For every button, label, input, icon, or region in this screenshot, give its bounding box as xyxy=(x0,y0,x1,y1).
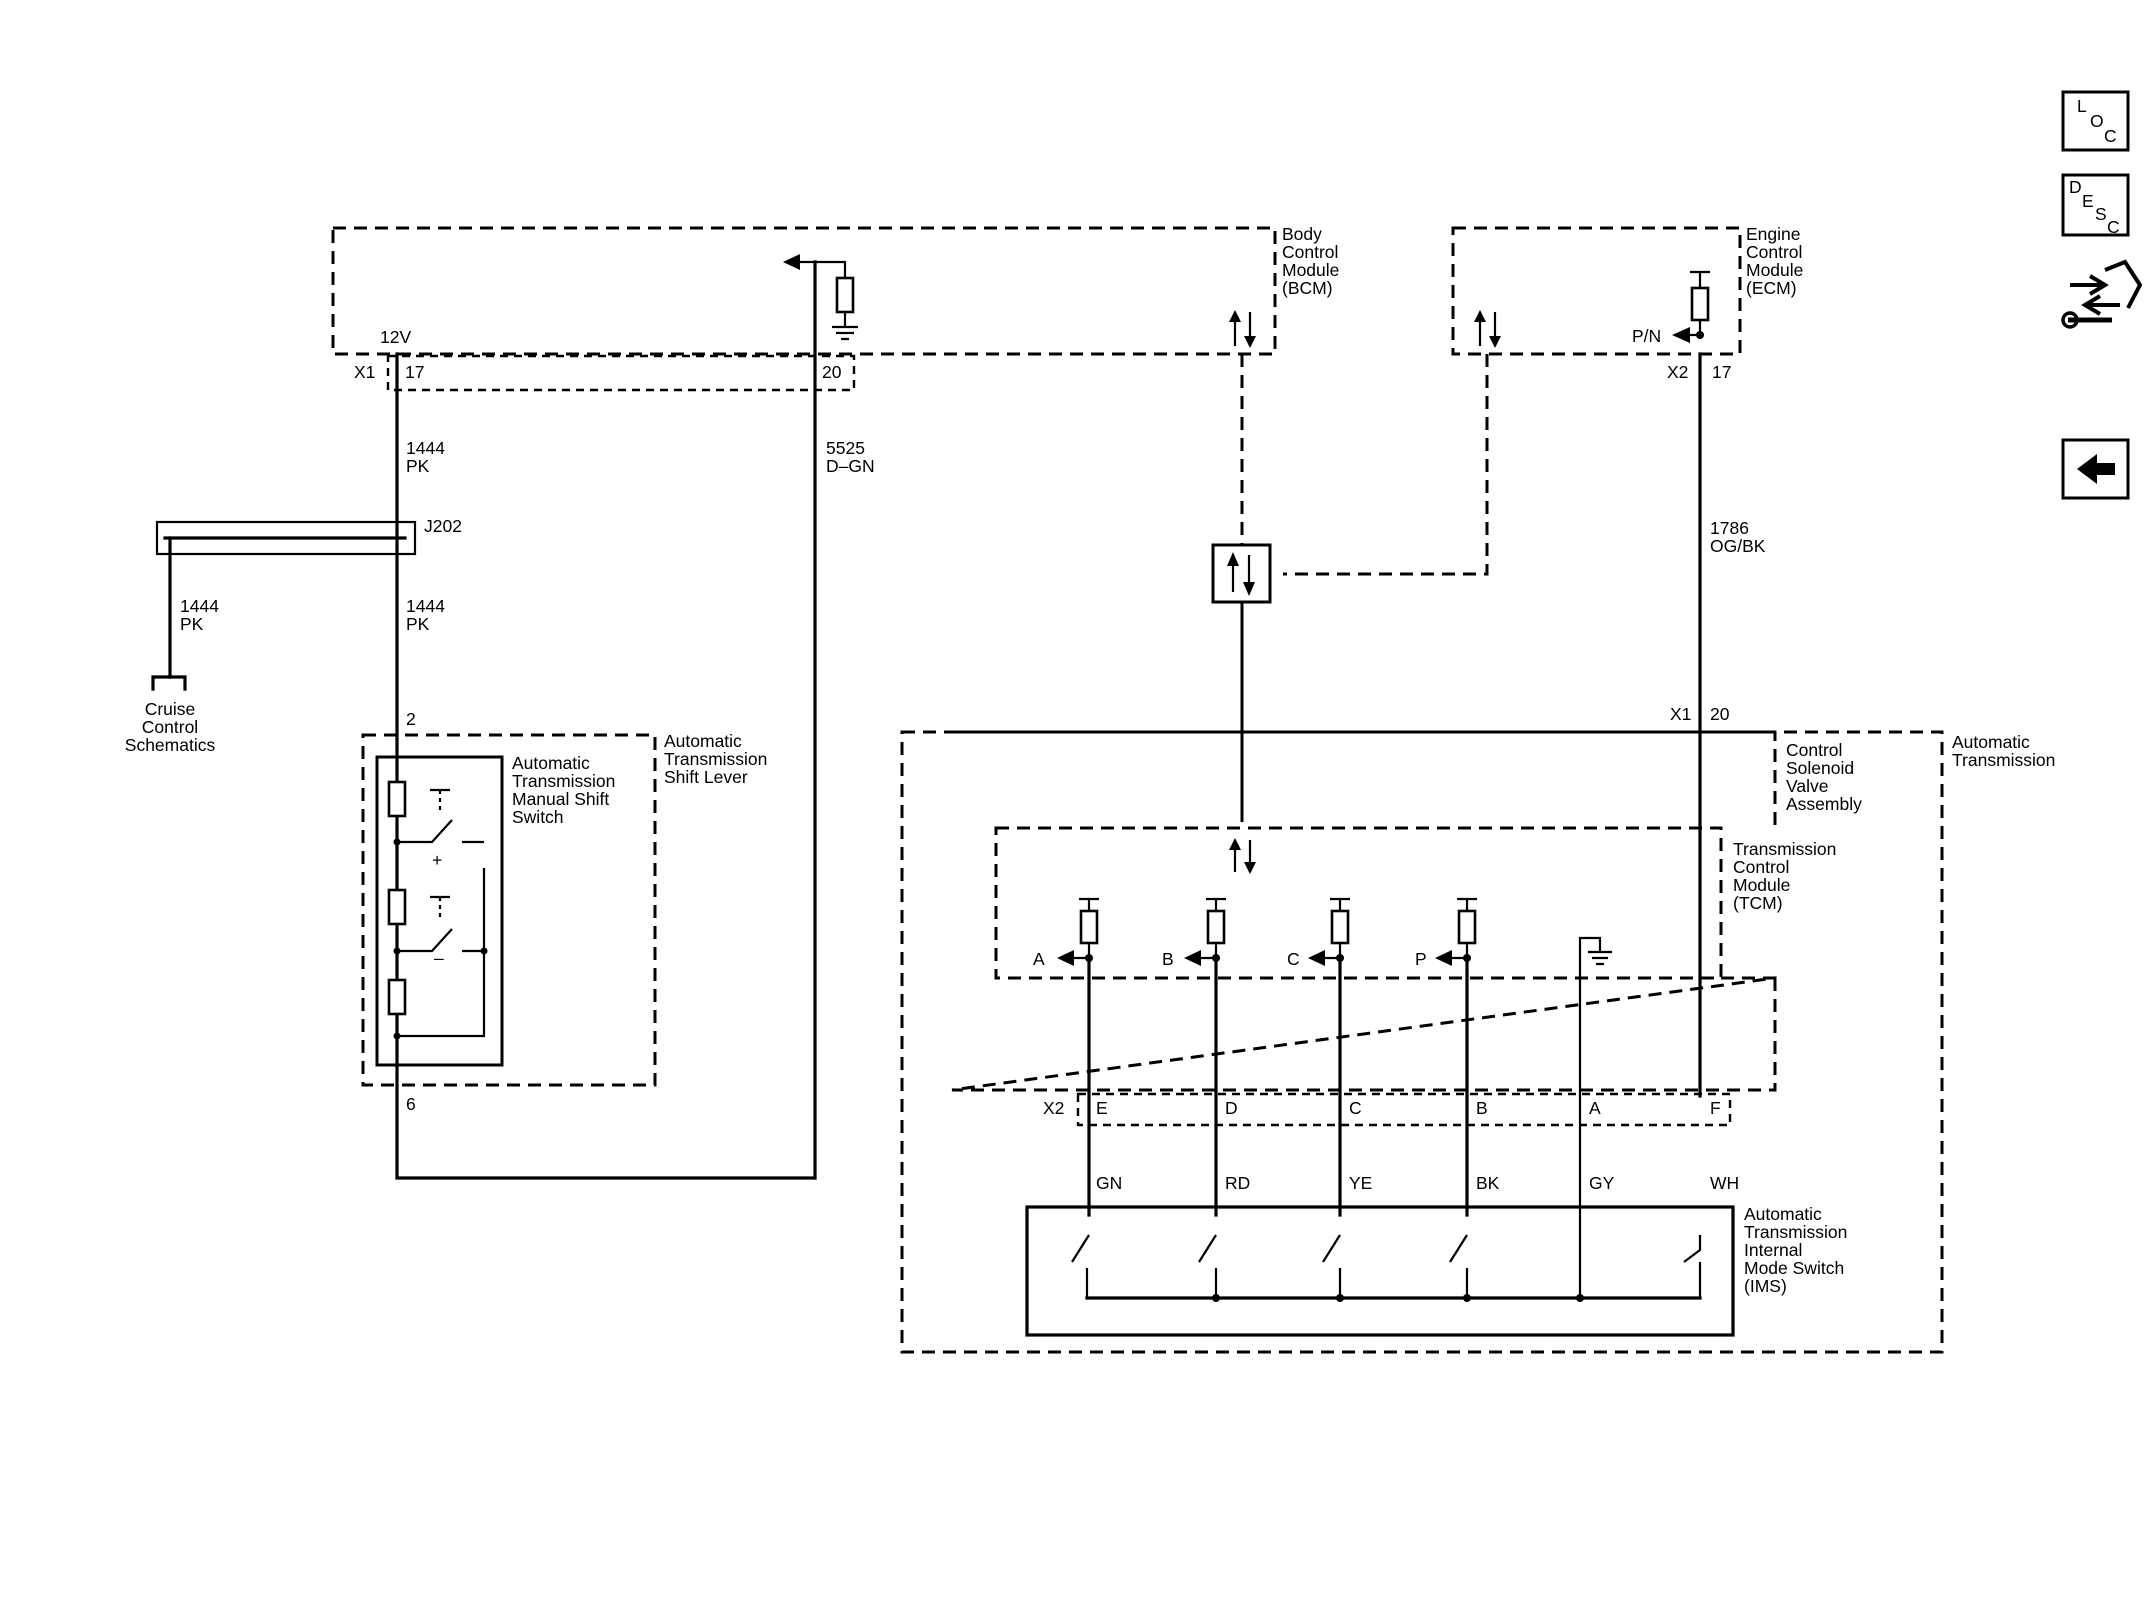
internal-mode-switch: Automatic Transmission Internal Mode Swi… xyxy=(1025,1204,1847,1337)
svg-text:S: S xyxy=(2095,204,2107,224)
svg-text:–: – xyxy=(434,948,444,968)
svg-text:Control: Control xyxy=(1746,242,1802,262)
svg-text:Automatic: Automatic xyxy=(664,731,742,751)
svg-text:20: 20 xyxy=(822,362,842,382)
svg-text:Module: Module xyxy=(1733,875,1790,895)
svg-text:Transmission: Transmission xyxy=(512,771,615,791)
svg-text:E: E xyxy=(1096,1098,1108,1118)
svg-text:Solenoid: Solenoid xyxy=(1786,758,1854,778)
svg-text:Module: Module xyxy=(1746,260,1803,280)
svg-text:P: P xyxy=(1415,949,1427,969)
svg-text:12V: 12V xyxy=(380,327,411,347)
svg-text:C: C xyxy=(1287,949,1300,969)
serial-data-gateway xyxy=(1211,354,1489,822)
svg-text:Mode Switch: Mode Switch xyxy=(1744,1258,1844,1278)
svg-text:D: D xyxy=(1225,1098,1238,1118)
svg-text:WH: WH xyxy=(1710,1173,1739,1193)
svg-text:E: E xyxy=(2082,191,2094,211)
splice-j202: J202 1444 PK Cruise Control Schematics xyxy=(125,516,462,755)
svg-text:1444: 1444 xyxy=(406,596,445,616)
svg-text:Schematics: Schematics xyxy=(125,735,216,755)
nav-loc-button[interactable]: L O C xyxy=(2061,90,2130,152)
svg-text:PK: PK xyxy=(406,614,430,634)
svg-text:C: C xyxy=(2107,217,2120,237)
connector-wrench-icon[interactable] xyxy=(2061,259,2143,329)
svg-text:Automatic: Automatic xyxy=(512,753,590,773)
svg-text:Control: Control xyxy=(1282,242,1338,262)
svg-text:Control: Control xyxy=(142,717,198,737)
svg-text:20: 20 xyxy=(1710,704,1730,724)
svg-text:Transmission: Transmission xyxy=(1744,1222,1847,1242)
shift-lever: Automatic Transmission Shift Lever 2 6 A… xyxy=(361,709,767,1114)
svg-text:Transmission: Transmission xyxy=(1733,839,1836,859)
svg-text:PK: PK xyxy=(180,614,204,634)
svg-text:A: A xyxy=(1033,949,1045,969)
svg-text:6: 6 xyxy=(406,1094,416,1114)
svg-text:Switch: Switch xyxy=(512,807,564,827)
svg-text:C: C xyxy=(1349,1098,1362,1118)
svg-text:X2: X2 xyxy=(1667,362,1688,382)
svg-text:O: O xyxy=(2090,111,2104,131)
svg-text:P/N: P/N xyxy=(1632,326,1661,346)
svg-text:Control: Control xyxy=(1733,857,1789,877)
svg-text:X1: X1 xyxy=(354,362,375,382)
svg-text:1786: 1786 xyxy=(1710,518,1749,538)
svg-text:Internal: Internal xyxy=(1744,1240,1802,1260)
svg-text:OG/BK: OG/BK xyxy=(1710,536,1766,556)
svg-text:Control: Control xyxy=(1786,740,1842,760)
svg-text:RD: RD xyxy=(1225,1173,1250,1193)
svg-text:B: B xyxy=(1162,949,1174,969)
svg-text:1444: 1444 xyxy=(406,438,445,458)
svg-text:PK: PK xyxy=(406,456,430,476)
svg-text:Valve: Valve xyxy=(1786,776,1828,796)
svg-text:X1: X1 xyxy=(1670,704,1691,724)
svg-text:X2: X2 xyxy=(1043,1098,1064,1118)
back-arrow-icon[interactable] xyxy=(2061,438,2130,500)
svg-text:2: 2 xyxy=(406,709,416,729)
svg-text:L: L xyxy=(2077,96,2087,116)
tcm-input-a: A xyxy=(1033,897,1099,969)
svg-text:17: 17 xyxy=(405,362,424,382)
svg-text:Cruise: Cruise xyxy=(145,699,196,719)
svg-text:Module: Module xyxy=(1282,260,1339,280)
svg-text:C: C xyxy=(2104,126,2117,146)
svg-text:+: + xyxy=(432,850,442,870)
svg-text:GY: GY xyxy=(1589,1173,1615,1193)
svg-text:Assembly: Assembly xyxy=(1786,794,1862,814)
svg-text:(TCM): (TCM) xyxy=(1733,893,1783,913)
ecm-module: Engine Control Module (ECM) P/N X2 17 xyxy=(1451,224,1803,382)
nav-desc-button[interactable]: D E S C xyxy=(2061,173,2130,237)
svg-text:5525: 5525 xyxy=(826,438,865,458)
svg-text:D–GN: D–GN xyxy=(826,456,875,476)
svg-text:1444: 1444 xyxy=(180,596,219,616)
svg-text:J202: J202 xyxy=(424,516,462,536)
svg-text:BK: BK xyxy=(1476,1173,1500,1193)
tcm-inputs: A B C P xyxy=(1033,897,1612,1300)
svg-text:17: 17 xyxy=(1712,362,1731,382)
svg-text:(IMS): (IMS) xyxy=(1744,1276,1787,1296)
svg-text:Body: Body xyxy=(1282,224,1322,244)
svg-text:F: F xyxy=(1710,1098,1721,1118)
svg-text:A: A xyxy=(1589,1098,1601,1118)
svg-text:D: D xyxy=(2069,177,2082,197)
svg-text:Engine: Engine xyxy=(1746,224,1801,244)
bcm-module: Body Control Module (BCM) X1 12V 17 20 xyxy=(331,224,1339,1180)
automatic-transmission: Automatic Transmission Control Solenoid … xyxy=(900,730,2055,1354)
svg-text:Manual Shift: Manual Shift xyxy=(512,789,609,809)
svg-text:(ECM): (ECM) xyxy=(1746,278,1797,298)
svg-text:YE: YE xyxy=(1349,1173,1372,1193)
svg-text:Transmission: Transmission xyxy=(664,749,767,769)
wire-1786: 1786 OG/BK X1 20 xyxy=(1670,352,1766,1098)
svg-text:Automatic: Automatic xyxy=(1744,1204,1822,1224)
svg-text:Transmission: Transmission xyxy=(1952,750,2055,770)
svg-text:(BCM): (BCM) xyxy=(1282,278,1333,298)
svg-text:Shift Lever: Shift Lever xyxy=(664,767,748,787)
ims-harness: X2 E D C B A F GN RD YE BK GY WH xyxy=(1043,956,1739,1217)
svg-text:B: B xyxy=(1476,1098,1488,1118)
svg-text:GN: GN xyxy=(1096,1173,1122,1193)
wire-1444: 1444 PK 1444 PK 5525 D–GN xyxy=(395,352,875,1180)
tcm-input-c: C xyxy=(1287,897,1350,969)
svg-text:Automatic: Automatic xyxy=(1952,732,2030,752)
